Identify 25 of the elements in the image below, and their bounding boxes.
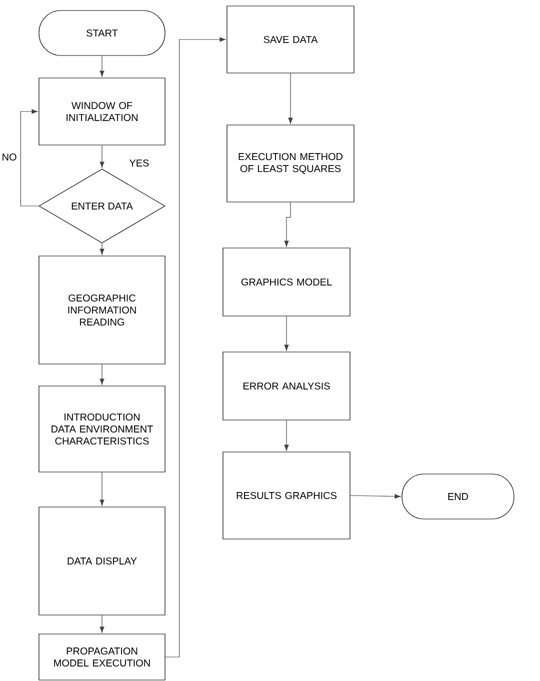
arrow xyxy=(350,494,401,499)
process-box: WINDOW OF INITIALIZATION xyxy=(38,78,166,146)
process-box: EXECUTION METHOD OF LEAST SQUARES xyxy=(226,124,354,202)
arrow xyxy=(100,615,104,633)
arrow xyxy=(288,73,293,124)
process-box: RESULTS GRAPHICS xyxy=(222,452,350,540)
arrow xyxy=(284,420,289,451)
arrow xyxy=(100,243,104,255)
process-box: ERROR ANALYSIS xyxy=(222,352,350,420)
process-box: SAVE DATA xyxy=(226,6,354,74)
arrow xyxy=(100,56,104,77)
arrow xyxy=(100,472,104,506)
process-box: DATA DISPLAY xyxy=(38,506,166,616)
arrow xyxy=(284,316,289,351)
arrow xyxy=(20,109,39,206)
arrow xyxy=(284,202,291,247)
arrow xyxy=(100,364,104,385)
process-box: GRAPHICS MODEL xyxy=(222,248,350,316)
arrow xyxy=(165,37,226,658)
edge-label: NO xyxy=(0,152,18,162)
arrow xyxy=(100,145,104,168)
process-box: PROPAGATION MODEL EXECUTION xyxy=(38,634,166,680)
process-box: INTRODUCTION DATA ENVIRONMENT CHARACTERISTICS xyxy=(38,386,166,472)
process-box: GEOGRAPHIC INFORMATION READING xyxy=(38,256,166,364)
edge-label: YES xyxy=(128,158,150,168)
